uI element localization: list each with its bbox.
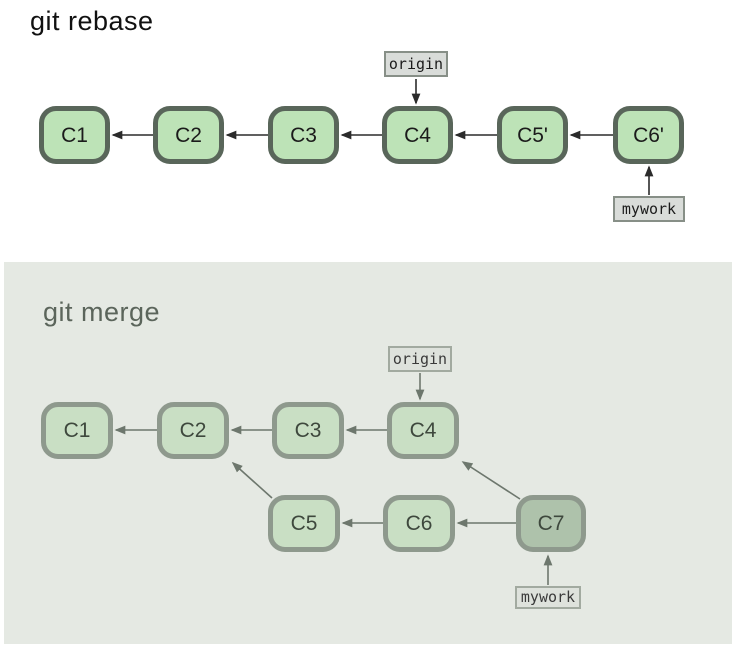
rebase-panel (0, 0, 732, 262)
merge-title: git merge (43, 297, 161, 327)
merge-panel (4, 262, 732, 644)
rebase-title: git rebase (30, 6, 154, 36)
